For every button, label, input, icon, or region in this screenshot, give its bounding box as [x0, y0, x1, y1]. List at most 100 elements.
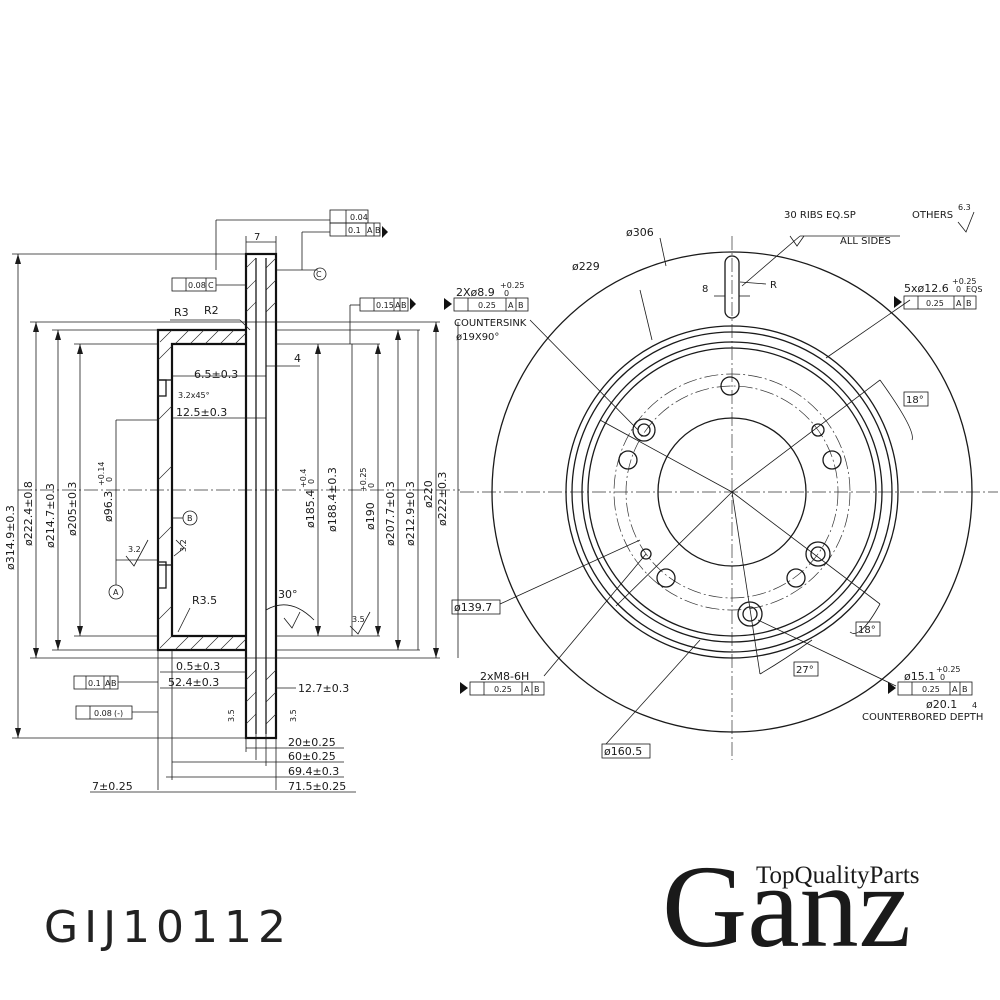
counterbore-note: COUNTERBORED DEPTH — [862, 712, 983, 723]
dimension-arrows — [15, 254, 439, 738]
tol-96-3-upper: +0.14 — [97, 461, 106, 486]
brand-tagline: TopQualityParts — [756, 862, 920, 889]
tol-185-4-lower: 0 — [307, 479, 316, 484]
tol-190-lower: 0 — [367, 483, 376, 488]
dim-60: 60±0.25 — [288, 750, 336, 763]
countersink-size: 2Xø8.9 — [456, 286, 495, 299]
flatness-bottom-value: 0.08 — [94, 709, 112, 718]
bolt-holes — [618, 376, 842, 627]
surface-finish-3-5-bottom-right: 3.5 — [289, 709, 298, 722]
surface-finish-3-2-left: 3.2 — [128, 545, 141, 554]
countersink-tol-lower: 0 — [504, 289, 509, 298]
countersink-datum-a: A — [508, 301, 514, 310]
bolt-hole-datum-b: B — [966, 299, 972, 308]
datum-b-marker: B — [187, 514, 193, 523]
surface-finish-3-5-right: 3.5 — [352, 615, 365, 624]
counterbore-datum-a: A — [952, 685, 958, 694]
dim-52-4: 52.4±0.3 — [168, 676, 219, 689]
angle-18-upper: 18° — [906, 395, 924, 406]
tol-96-3-lower: 0 — [105, 477, 114, 482]
dim-6-5: 6.5±0.3 — [194, 368, 238, 381]
counterbore-tol-lower: 0 — [940, 673, 945, 682]
dim-71-5: 71.5±0.25 — [288, 780, 346, 793]
radius-r3-5: R3.5 — [192, 594, 217, 607]
datum-c-label: C — [316, 270, 322, 279]
dia-306-label: ø306 — [626, 226, 654, 239]
dim-dia-214-7: ø214.7±0.3 — [44, 483, 57, 548]
dim-dia-185-4: ø185.4 — [304, 490, 317, 528]
outer-diameter-circle — [491, 251, 973, 733]
width-dimension: 7 — [254, 232, 260, 243]
dim-dia-190: ø190 — [364, 502, 377, 530]
tol-185-4-upper: +0.4 — [299, 469, 308, 488]
dim-12-5: 12.5±0.3 — [176, 406, 227, 419]
dim-dia-188-4: ø188.4±0.3 — [326, 467, 339, 532]
dim-dia-207-7: ø207.7±0.3 — [384, 481, 397, 546]
dia-160-5-label: ø160.5 — [604, 745, 642, 758]
dim-dia-220: ø220 — [422, 480, 435, 508]
friction-ring-outline — [244, 252, 278, 740]
dim-dia-205: ø205±0.3 — [66, 482, 79, 536]
section-view: 0.04 0.1 A B C 0.08 C 7 R3 R2 R3.5 0.15 … — [4, 209, 460, 793]
countersink-angle: ø19X90° — [456, 332, 499, 343]
chamfer-note: 3.2x45° — [178, 391, 210, 400]
dim-4: 4 — [294, 352, 301, 365]
countersink-datum-b: B — [518, 301, 524, 310]
others-note: OTHERS — [912, 210, 953, 221]
dim-dia-222-4: ø222.4±0.8 — [22, 481, 35, 546]
all-sides-note: ALL SIDES — [840, 236, 891, 247]
dim-dia-222: ø222±0.3 — [436, 472, 449, 526]
radius-r3: R3 — [174, 306, 189, 319]
tol-190-upper: +0.25 — [359, 467, 368, 492]
countersink-tol-upper: +0.25 — [500, 281, 525, 290]
front-view: 8 R — [382, 203, 998, 760]
countersink-position-tol: 0.25 — [478, 301, 496, 310]
bolt-hole-tol-upper: +0.25 — [952, 277, 977, 286]
radius-r2: R2 — [204, 304, 219, 317]
counterbore-depth-value: 4 — [972, 701, 977, 710]
center-bore-circle — [657, 417, 807, 567]
bottom-runout-datum-b: B — [111, 679, 117, 688]
face-runout-datum-b: B — [401, 301, 407, 310]
dim-20: 20±0.25 — [288, 736, 336, 749]
datum-ref-b: B — [375, 226, 381, 235]
counterbore-diameter: ø20.1 — [926, 698, 957, 711]
ribs-note: 30 RIBS EQ.SP — [784, 210, 856, 221]
part-number: GIJ10112 — [44, 902, 293, 953]
thread-datum-a: A — [524, 685, 530, 694]
countersink-note: COUNTERSINK — [454, 318, 527, 329]
flatness-value: 0.04 — [350, 213, 368, 222]
section-hatching — [157, 257, 277, 725]
dim-dia-314-9: ø314.9±0.3 — [4, 505, 17, 570]
bolt-hole-eqs: EQS — [966, 285, 982, 294]
dim-7: 7±0.25 — [92, 780, 133, 793]
thread-datum-b: B — [534, 685, 540, 694]
face-runout-value: 0.15 — [376, 301, 394, 310]
parallelism-datum: C — [208, 281, 214, 290]
dia-229-label: ø229 — [572, 260, 600, 273]
thread-position-tol: 0.25 — [494, 685, 512, 694]
hat-section-outline — [156, 328, 246, 652]
counterbore-datum-b: B — [962, 685, 968, 694]
frame-arrows — [382, 226, 902, 694]
parallelism-value: 0.08 — [188, 281, 206, 290]
slot-radius: R — [770, 280, 777, 291]
surface-finish-3-2-inner: 3.2 — [179, 539, 188, 552]
slot-width: 8 — [702, 284, 708, 295]
runout-value: 0.1 — [348, 226, 361, 235]
angle-18-lower: 18° — [858, 625, 876, 636]
bolt-hole-datum-a: A — [956, 299, 962, 308]
face-runout-datum-a: A — [395, 301, 401, 310]
bolt-hole-tol-lower: 0 — [956, 285, 961, 294]
bolt-hole-size: 5xø12.6 — [904, 282, 949, 295]
slot-feature — [724, 255, 740, 319]
bottom-runout-value: 0.1 — [88, 679, 101, 688]
dim-12-7: 12.7±0.3 — [298, 682, 349, 695]
datum-ref-a: A — [367, 226, 373, 235]
flatness-bottom-note: (-) — [114, 709, 123, 718]
dim-0-5: 0.5±0.3 — [176, 660, 220, 673]
dim-dia-96-3: ø96.3 — [102, 491, 115, 522]
dia-139-7-label: ø139.7 — [454, 601, 492, 614]
counterbore-tol-upper: +0.25 — [936, 665, 961, 674]
